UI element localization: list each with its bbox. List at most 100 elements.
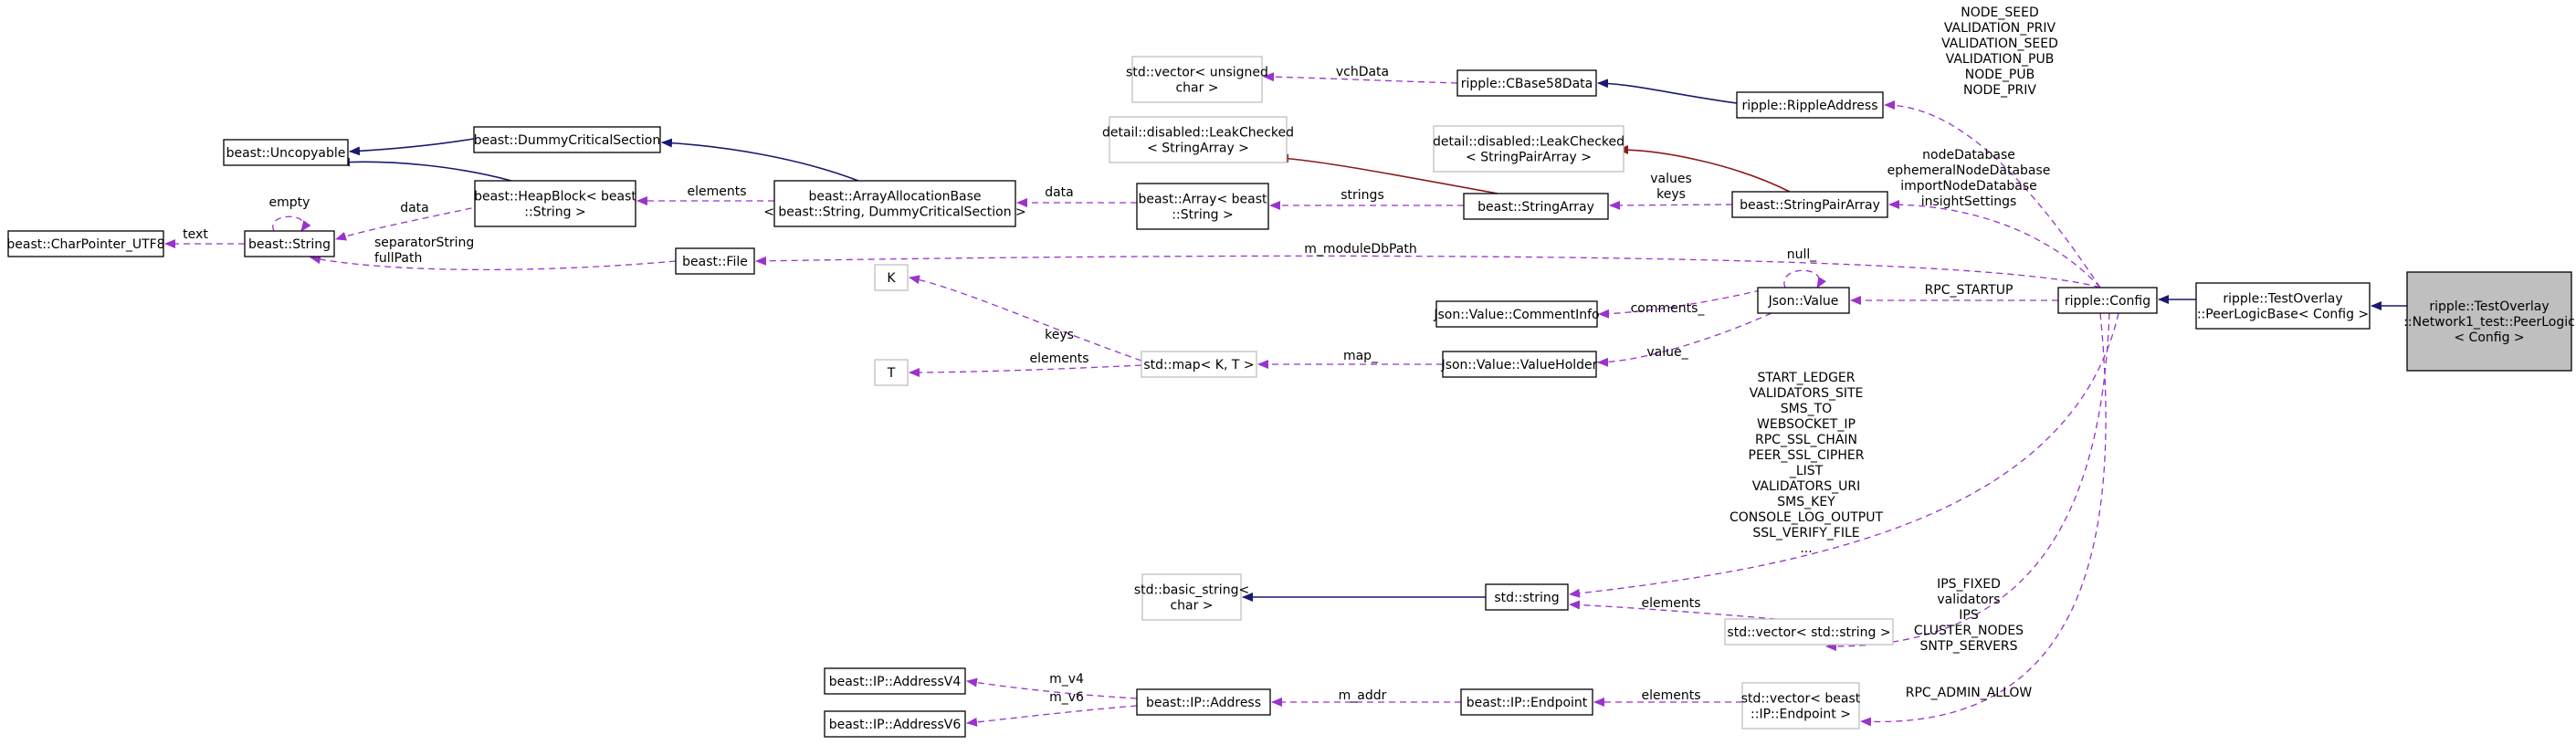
node-vector-endpoint[interactable]: std::vector< beast::IP::Endpoint > xyxy=(1741,682,1861,729)
node-addrv6[interactable]: beast::IP::AddressV6 xyxy=(824,710,966,738)
node-arrayallocbase-label: < beast::String, DummyCriticalSection > xyxy=(763,205,1026,220)
node-stringarray-label: beast::StringArray xyxy=(1477,200,1594,215)
node-cbase58data[interactable]: ripple::CBase58Data xyxy=(1456,69,1597,97)
node-basic-string[interactable]: std::basic_string<char > xyxy=(1134,573,1249,621)
node-arrayallocbase-box xyxy=(773,180,1016,227)
node-addrv4-label: beast::IP::AddressV4 xyxy=(829,675,962,689)
node-addrv6-box xyxy=(824,710,966,738)
node-commentinfo[interactable]: Json::Value::CommentInfo xyxy=(1433,300,1600,328)
node-config[interactable]: ripple::Config xyxy=(2057,287,2158,314)
edge-label-start-ledger: CONSOLE_LOG_OUTPUT xyxy=(1730,510,1883,525)
node-vector-uchar-label: std::vector< unsigned xyxy=(1126,66,1268,80)
node-valueholder-box xyxy=(1442,351,1597,378)
node-valueholder[interactable]: Json::Value::ValueHolder xyxy=(1441,351,1598,378)
node-file[interactable]: beast::File xyxy=(675,247,755,275)
node-peerlogic-label: < Config > xyxy=(2454,331,2524,345)
edge-label-start-ledger: RPC_SSL_CHAIN xyxy=(1755,433,1857,447)
node-K-box xyxy=(874,264,909,291)
edge-label-ips-fixed: SNTP_SERVERS xyxy=(1919,639,2017,654)
node-endpoint[interactable]: beast::IP::Endpoint xyxy=(1460,688,1593,716)
edge-label-ips-fixed: IPS_FIXED xyxy=(1937,577,2001,592)
edge-label-values-keys: keys xyxy=(1656,187,1686,202)
node-heapblock[interactable]: beast::HeapBlock< beast::String > xyxy=(474,180,636,227)
node-vector-string[interactable]: std::vector< std::string > xyxy=(1724,618,1894,645)
node-T-label: T xyxy=(887,366,896,381)
node-map[interactable]: std::map< K, T > xyxy=(1141,351,1257,378)
node-addrv6-label: beast::IP::AddressV6 xyxy=(829,718,962,732)
edge-label-value: value_ xyxy=(1646,345,1688,360)
node-leakchecked-sa[interactable]: detail::disabled::LeakChecked< StringArr… xyxy=(1102,116,1294,163)
node-dummycs[interactable]: beast::DummyCriticalSection xyxy=(473,126,661,153)
node-peerlogic-box xyxy=(2406,271,2572,372)
node-file-label: beast::File xyxy=(682,255,748,269)
edge-config-to-rippleaddress xyxy=(1884,100,2101,289)
edge-config-to-vector-endpoint xyxy=(1860,312,2107,727)
node-stringpairarray[interactable]: beast::StringPairArray xyxy=(1731,191,1888,218)
node-leakchecked-spa[interactable]: detail::disabled::LeakChecked< StringPai… xyxy=(1433,125,1624,173)
node-stringarray[interactable]: beast::StringArray xyxy=(1463,193,1609,220)
edge-arrayallocbase-to-dummycs xyxy=(661,138,859,182)
node-vector-uchar-label: char > xyxy=(1175,81,1218,96)
node-leakchecked-sa-label: detail::disabled::LeakChecked xyxy=(1102,126,1294,141)
node-T-box xyxy=(874,359,909,386)
node-address[interactable]: beast::IP::Address xyxy=(1136,688,1271,716)
node-uncopyable[interactable]: beast::Uncopyable xyxy=(223,139,349,166)
edge-rippleaddress-to-cbase58data xyxy=(1597,79,1738,104)
edge-label-data-heap: data xyxy=(400,201,429,215)
edge-label-node-seed: NODE_PUB xyxy=(1965,68,2035,82)
edge-cbase58data-to-vector-uchar xyxy=(1263,72,1458,84)
edge-label-moduledbpath: m_moduleDbPath xyxy=(1304,242,1417,257)
edge-label-start-ledger: SMS_KEY xyxy=(1777,495,1835,509)
node-basic-string-label: std::basic_string< xyxy=(1134,583,1249,598)
node-file-box xyxy=(675,247,755,275)
node-commentinfo-box xyxy=(1435,300,1598,328)
node-rippleaddress[interactable]: ripple::RippleAddress xyxy=(1736,91,1884,119)
edge-label-node-seed: NODE_SEED xyxy=(1961,5,2038,20)
edge-label-start-ledger: START_LEDGER xyxy=(1757,371,1855,385)
node-string[interactable]: beast::String xyxy=(244,230,335,257)
edge-label-text: text xyxy=(183,227,208,242)
node-map-label: std::map< K, T > xyxy=(1143,358,1254,372)
edge-label-elements-str: elements xyxy=(1641,596,1700,611)
node-T[interactable]: T xyxy=(874,359,909,386)
edge-map-to-T xyxy=(909,364,1142,377)
edge-label-keys: keys xyxy=(1045,328,1074,342)
node-rippleaddress-box xyxy=(1736,91,1884,119)
node-jsonvalue[interactable]: Json::Value xyxy=(1757,287,1850,314)
node-K[interactable]: K xyxy=(874,264,909,291)
edge-label-start-ledger: VALIDATORS_URI xyxy=(1752,479,1861,494)
edge-stringarray-to-leakchecked-sa xyxy=(1277,153,1498,194)
node-dummycs-label: beast::DummyCriticalSection xyxy=(474,133,661,148)
edge-label-ips-fixed: validators xyxy=(1937,593,2000,607)
edge-label-node-seed: VALIDATION_PUB xyxy=(1946,52,2055,67)
edge-file-to-string xyxy=(310,255,677,270)
node-addrv4[interactable]: beast::IP::AddressV4 xyxy=(824,667,966,695)
node-peerlogicbase-box xyxy=(2195,282,2371,330)
node-rippleaddress-label: ripple::RippleAddress xyxy=(1741,99,1877,113)
edge-label-start-ledger: SSL_VERIFY_FILE xyxy=(1752,526,1859,540)
edge-string-to-string-self xyxy=(272,215,311,232)
node-address-box xyxy=(1136,688,1271,716)
node-peerlogic[interactable]: ripple::TestOverlay::Network1_test::Peer… xyxy=(2403,271,2575,372)
edge-label-separator: fullPath xyxy=(374,251,422,266)
node-leakchecked-sa-label: < StringArray > xyxy=(1147,142,1249,156)
node-stdstring[interactable]: std::string xyxy=(1485,583,1569,611)
node-cbase58data-box xyxy=(1456,69,1597,97)
node-string-label: beast::String xyxy=(248,237,331,252)
edge-label-vchdata: vchData xyxy=(1336,65,1389,79)
edge-vector-string-to-stdstring xyxy=(1569,600,1777,620)
edge-config-to-file xyxy=(755,255,2101,289)
node-peerlogicbase[interactable]: ripple::TestOverlay::PeerLogicBase< Conf… xyxy=(2195,282,2371,330)
node-vector-endpoint-label: ::IP::Endpoint > xyxy=(1751,708,1851,722)
node-leakchecked-spa-label: detail::disabled::LeakChecked xyxy=(1433,135,1624,150)
node-vector-string-label: std::vector< std::string > xyxy=(1727,625,1890,640)
node-addrv4-box xyxy=(824,667,966,695)
edge-label-ips-fixed: CLUSTER_NODES xyxy=(1914,624,2024,638)
node-arrayallocbase[interactable]: beast::ArrayAllocationBase< beast::Strin… xyxy=(763,180,1026,227)
edge-label-node-seed: VALIDATION_SEED xyxy=(1941,37,2058,51)
node-charpointer[interactable]: beast::CharPointer_UTF8 xyxy=(6,230,165,257)
node-array[interactable]: beast::Array< beast::String > xyxy=(1136,183,1269,230)
edge-label-null: null_ xyxy=(1787,247,1818,262)
